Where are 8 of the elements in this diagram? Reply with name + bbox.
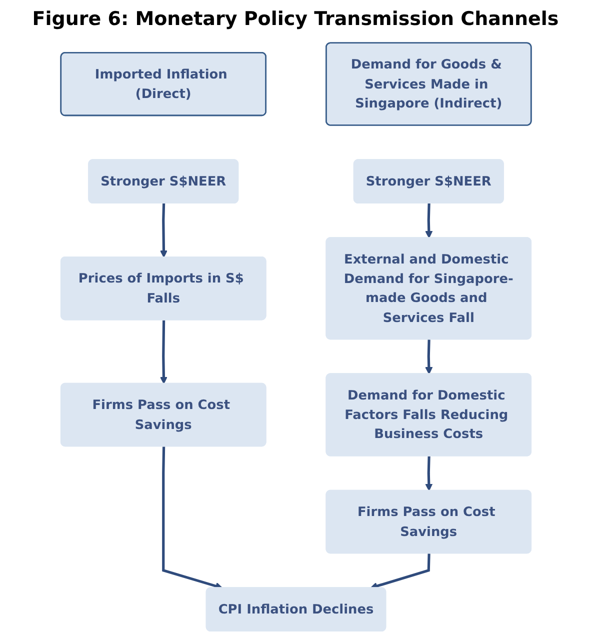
arrow bbox=[424, 203, 432, 238]
arrow bbox=[424, 456, 432, 492]
arrow bbox=[159, 320, 167, 384]
arrow bbox=[424, 340, 432, 374]
arrow bbox=[162, 446, 222, 590]
arrow bbox=[370, 554, 430, 590]
arrow bbox=[159, 203, 168, 258]
figure-title: Figure 6: Monetary Policy Transmission Channels bbox=[31, 7, 560, 32]
